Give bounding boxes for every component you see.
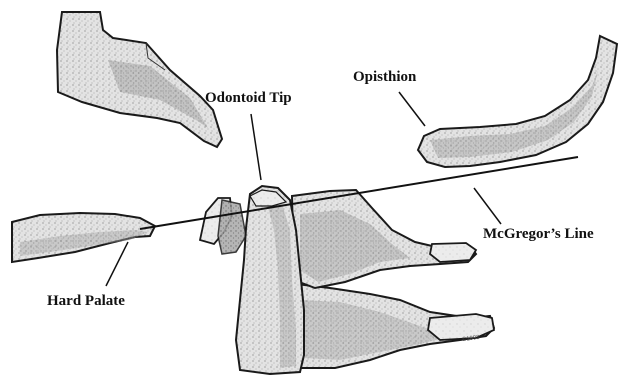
hard-palate-leader xyxy=(106,242,128,286)
mcgregors-line-leader xyxy=(474,188,501,224)
hard-palate-bone xyxy=(12,213,155,262)
hard-palate-label: Hard Palate xyxy=(47,294,125,309)
odontoid-process xyxy=(236,186,304,374)
opisthion-leader xyxy=(399,92,425,126)
odontoid-tip-label: Odontoid Tip xyxy=(205,91,292,106)
mcgregors-line-label: McGregor’s Line xyxy=(483,227,594,242)
atlas-vertebra xyxy=(292,190,476,288)
occipital-bone xyxy=(418,36,617,167)
axis-vertebra xyxy=(290,284,494,368)
odontoid-tip-leader xyxy=(251,114,261,180)
atlas-anterior-arch xyxy=(200,198,246,254)
skull-base-fragment xyxy=(57,12,222,147)
opisthion-label: Opisthion xyxy=(353,70,416,85)
